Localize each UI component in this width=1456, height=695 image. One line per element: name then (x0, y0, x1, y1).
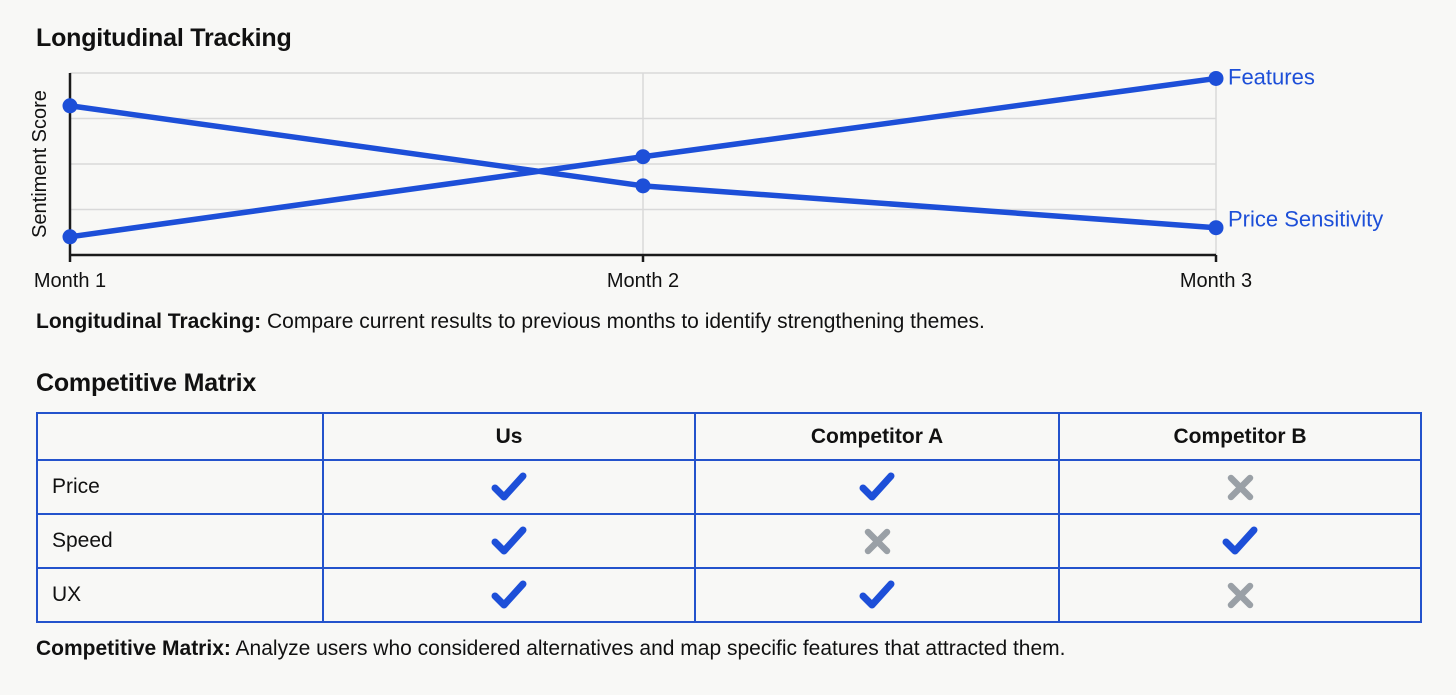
data-point (1208, 220, 1224, 236)
check-icon (491, 580, 527, 609)
matrix-column-header: Competitor A (694, 412, 1060, 462)
matrix-cell-cross (1058, 459, 1422, 516)
check-icon (491, 472, 527, 501)
matrix-caption-label: Competitive Matrix: (36, 637, 231, 661)
check-icon (859, 472, 895, 501)
longitudinal-caption: Longitudinal Tracking: Compare current r… (36, 309, 1420, 335)
matrix-corner-cell (36, 412, 324, 462)
x-tick-label: Month 2 (607, 270, 679, 292)
data-point (635, 149, 651, 165)
matrix-row-label: Price (36, 459, 324, 516)
sentiment-chart: Month 1 Month 2 Month 3 Sentiment Score Feat… (0, 59, 1456, 301)
series-label: Features (1228, 64, 1315, 89)
cross-icon (864, 528, 890, 554)
series-label: Price Sensitivity (1228, 207, 1383, 232)
matrix-column-header: Competitor B (1058, 412, 1422, 462)
matrix-cell-cross (1058, 567, 1422, 624)
data-point (1208, 70, 1224, 86)
data-point (62, 229, 78, 245)
check-icon (1222, 526, 1258, 555)
matrix-title: Competitive Matrix (36, 369, 257, 398)
matrix-row: UX (36, 567, 1422, 624)
matrix-caption: Competitive Matrix: Analyze users who co… (36, 636, 1420, 662)
matrix-cell-cross (694, 513, 1060, 570)
sentiment-chart-svg: Month 1 Month 2 Month 3 Sentiment Score Feat… (29, 64, 1383, 292)
cross-icon (1227, 474, 1253, 500)
longitudinal-title: Longitudinal Tracking (36, 24, 292, 52)
matrix-cell-check (694, 459, 1060, 516)
longitudinal-caption-label: Longitudinal Tracking: (36, 310, 262, 333)
longitudinal-caption-text: Compare current results to previous mont… (261, 310, 985, 333)
x-tick-label: Month 1 (34, 270, 106, 292)
matrix-caption-text: Analyze users who considered alternative… (230, 637, 1066, 661)
data-point (62, 98, 78, 114)
check-icon (491, 526, 527, 555)
cross-icon (1227, 582, 1253, 608)
y-axis-label: Sentiment Score (29, 90, 51, 238)
matrix-cell-check (694, 567, 1060, 624)
matrix-row: Price (36, 459, 1422, 516)
matrix-column-header: Us (322, 412, 696, 462)
matrix-row-label: Speed (36, 513, 324, 570)
matrix-cell-check (322, 459, 696, 516)
check-icon (859, 580, 895, 609)
data-point (635, 178, 651, 194)
matrix-cell-check (322, 513, 696, 570)
matrix-row-label: UX (36, 567, 324, 624)
matrix-cell-check (322, 567, 696, 624)
matrix-row: Speed (36, 513, 1422, 570)
matrix-cell-check (1058, 513, 1422, 570)
x-tick-label: Month 3 (1180, 270, 1252, 292)
